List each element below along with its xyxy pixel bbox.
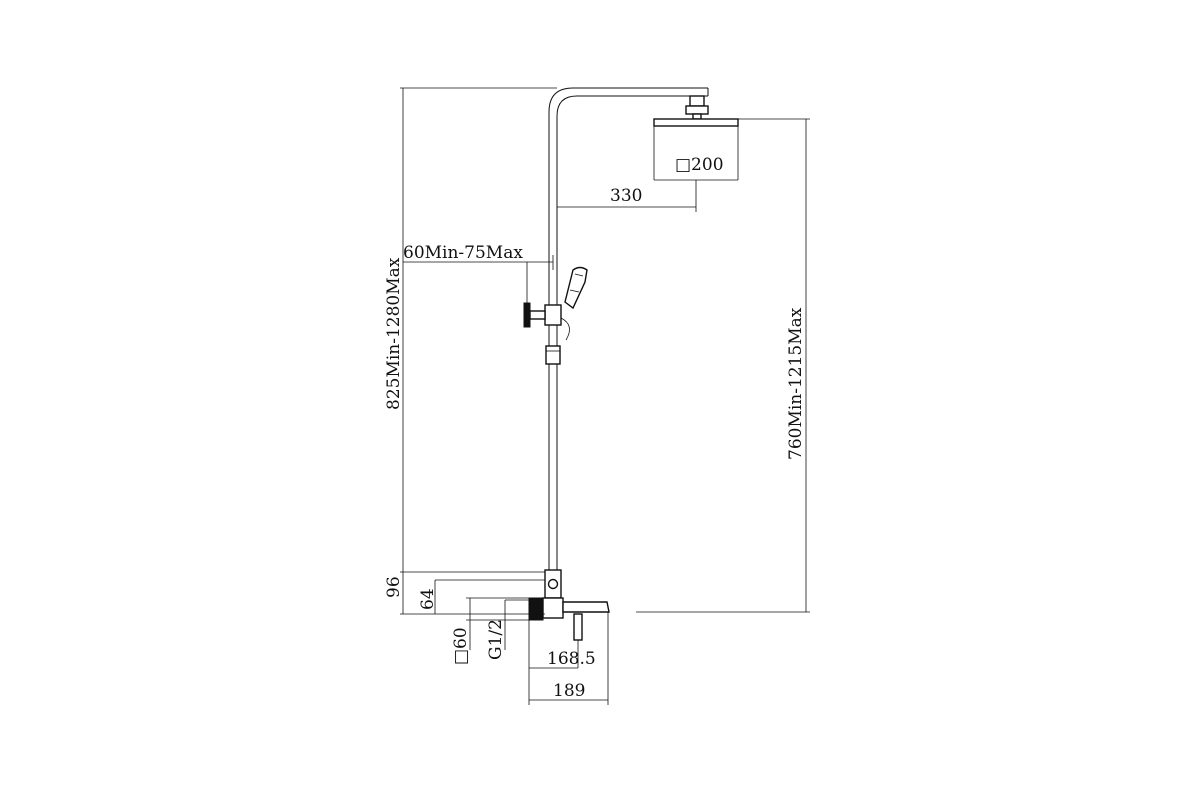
label-head-height: 760Min-1215Max — [786, 307, 806, 460]
label-d64: 64 — [418, 588, 438, 610]
shower-head — [653, 95, 739, 181]
label-d168: 168.5 — [547, 649, 596, 669]
dimension-labels: 825Min-1280Max 760Min-1215Max □200 330 6… — [384, 155, 806, 701]
label-head-size: □200 — [675, 155, 724, 175]
label-d189: 189 — [553, 681, 585, 701]
bath-mixer — [466, 569, 610, 641]
riser-pipe — [548, 87, 709, 570]
dimension-lines — [400, 87, 810, 705]
hand-shower-holder — [523, 262, 588, 365]
label-d96: 96 — [384, 576, 404, 598]
label-escutcheon: □60 — [451, 627, 471, 665]
label-thread: G1/2 — [486, 619, 506, 660]
label-arm-length: 330 — [610, 186, 642, 206]
label-total-height: 825Min-1280Max — [384, 257, 404, 410]
label-holder-offset: 60Min-75Max — [403, 243, 523, 263]
